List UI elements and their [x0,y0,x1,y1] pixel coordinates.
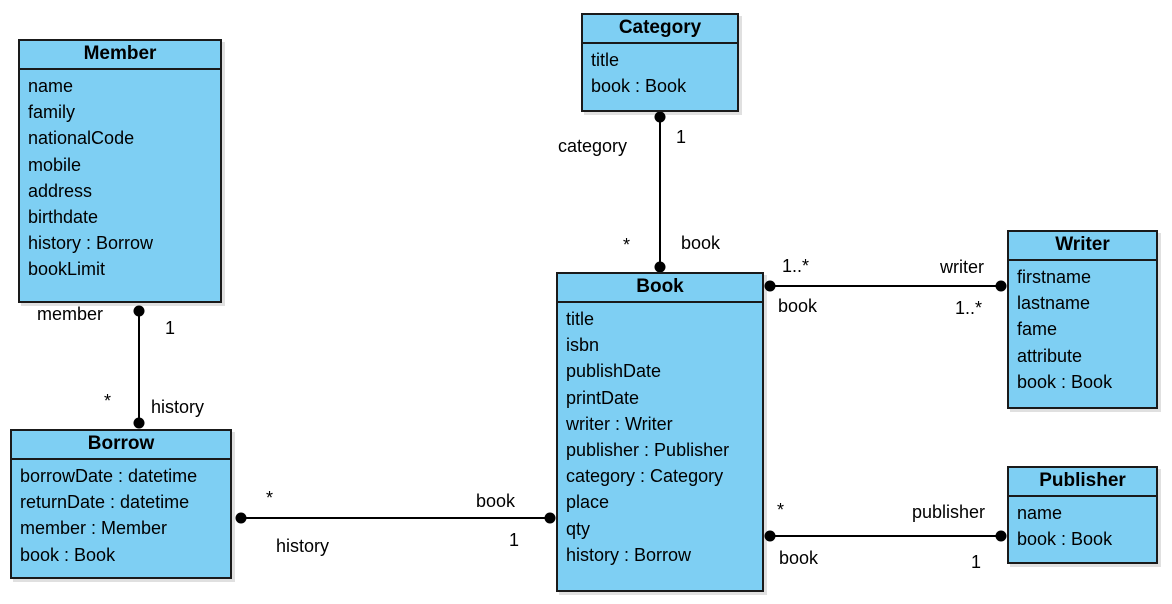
book-class-name: Book [558,274,762,303]
member-attr: address [28,180,93,201]
borrow-book-book-role-label: book [476,491,516,511]
publisher-attr: book : Book [1017,529,1113,550]
book-writer-book-role-label: book [778,296,818,316]
borrow-class-name: Borrow [12,431,230,460]
book-writer-book-multiplicity-label: 1..* [782,256,810,276]
writer-attr: firstname [1017,267,1092,287]
publisher-end-dot [995,530,1007,542]
category-class-name: Category [583,15,737,44]
book-writer-end-dot [764,280,776,292]
book-role-label: book [681,233,721,253]
publisher-role-label: publisher [912,502,986,522]
book-attr: writer : Writer [566,413,673,434]
publisher-class-name: Publisher [1009,468,1156,497]
borrow-attr: returnDate : datetime [20,492,190,513]
book-attr: place [566,492,610,513]
book-attr: category : Category [566,466,724,487]
category-multiplicity-label: 1 [676,127,687,147]
writer-attr: lastname [1017,293,1091,314]
member-attr: nationalCode [28,128,135,149]
book-class[interactable]: Book title isbn publishDate printDate wr… [556,272,764,592]
book-attr: publisher : Publisher [566,440,730,461]
member-multiplicity-label: 1 [165,318,176,338]
book-publisher-book-role-label: book [779,548,819,568]
book-multiplicity-label: * [623,235,631,255]
book-top-end-dot [654,261,666,273]
member-attr: name [28,76,74,96]
category-attr: title [591,50,620,70]
book-attr: isbn [566,335,600,356]
borrow-attr: member : Member [20,518,168,539]
category-class[interactable]: Category title book : Book [581,13,739,112]
writer-end-dot [995,280,1007,292]
member-attr: mobile [28,154,82,175]
book-publisher-book-multiplicity-label: * [777,500,785,520]
publisher-attributes: name book : Book [1009,497,1156,552]
writer-role-label: writer [940,257,984,277]
member-attr: bookLimit [28,259,106,280]
book-attr: title [566,309,595,329]
writer-attr: attribute [1017,345,1083,366]
publisher-multiplicity-label: 1 [971,552,982,572]
book-attr: publishDate [566,361,662,382]
borrow-class[interactable]: Borrow borrowDate : datetime returnDate … [10,429,232,579]
member-end-dot [133,305,145,317]
borrow-attr: borrowDate : datetime [20,466,198,486]
borrow-book-borrow-multiplicity-label: * [266,488,274,508]
writer-attributes: firstname lastname fame attribute book :… [1009,261,1156,395]
member-attributes: name family nationalCode mobile address … [20,70,220,283]
book-attr: history : Borrow [566,544,692,565]
member-attr: history : Borrow [28,233,154,254]
category-role-label: category [558,136,628,156]
borrow-book-book-multiplicity-label: 1 [509,530,520,550]
member-role-label: member [37,304,104,324]
member-class[interactable]: Member name family nationalCode mobile a… [18,39,222,303]
category-attr: book : Book [591,76,687,97]
publisher-attr: name [1017,503,1063,523]
category-attributes: title book : Book [583,44,737,99]
writer-class[interactable]: Writer firstname lastname fame attribute… [1007,230,1158,409]
borrow-role-label: history [151,397,205,417]
writer-multiplicity-label: 1..* [955,298,983,318]
member-attr: family [28,102,76,123]
borrow-top-end-dot [133,417,145,429]
borrow-right-end-dot [235,512,247,524]
book-attr: qty [566,518,591,539]
borrow-attr: book : Book [20,544,116,565]
writer-class-name: Writer [1009,232,1156,261]
publisher-class[interactable]: Publisher name book : Book [1007,466,1158,564]
writer-attr: book : Book [1017,371,1113,392]
book-publisher-end-dot [764,530,776,542]
book-attributes: title isbn publishDate printDate writer … [558,303,762,568]
writer-attr: fame [1017,319,1058,340]
borrow-book-history-role-label: history [276,536,330,556]
member-attr: birthdate [28,207,99,228]
borrow-attributes: borrowDate : datetime returnDate : datet… [12,460,230,568]
member-class-name: Member [20,41,220,70]
book-attr: printDate [566,387,640,408]
book-left-end-dot [544,512,556,524]
borrow-multiplicity-label: * [104,391,112,411]
category-end-dot [654,111,666,123]
